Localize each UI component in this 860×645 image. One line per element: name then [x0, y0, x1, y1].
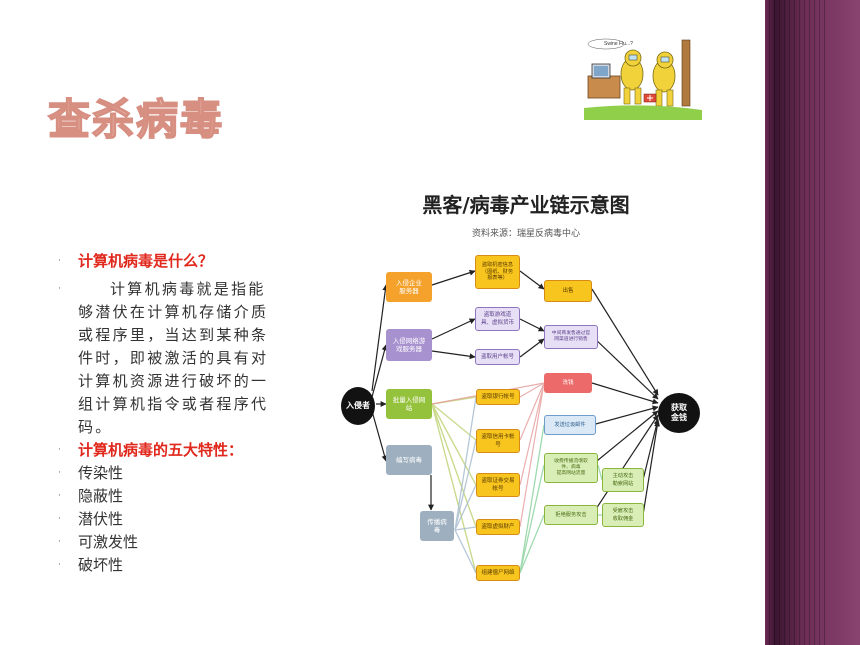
node-spread-virus: 传播病 毒: [420, 511, 454, 541]
question-what-is-virus: 计算机病毒是什么？: [78, 252, 214, 270]
trait-item: ·破坏性: [58, 556, 124, 574]
diagram-title: 黑客/病毒产业链示意图: [422, 193, 630, 217]
list-item: · 计算机病毒是什么？: [50, 250, 280, 273]
node-steal-credit-card: 盗取信用卡帐 号: [476, 429, 520, 453]
node-steal-secrets: 盗取机密信息 （图纸、财务 报表等）: [475, 255, 520, 289]
diagram-arrows: [371, 269, 661, 574]
trait-item: ·潜伏性: [58, 510, 124, 528]
bullet: ·: [58, 284, 61, 294]
node-middleman-sales: 中间商发售通过官 网渠道进行销售: [544, 325, 598, 349]
question-five-traits: 计算机病毒的五大特性：: [78, 441, 244, 459]
node-steal-bank-account: 盗取银行帐号: [476, 389, 520, 405]
slide-title: 查杀病毒: [47, 94, 225, 145]
money-node: 获取 金钱: [658, 393, 700, 433]
trait-item: ·可激发性: [58, 533, 139, 551]
node-send-spam: 发送垃圾邮件: [544, 415, 596, 435]
bullet: ·: [58, 256, 61, 266]
node-money-laundering: 洗钱: [544, 373, 592, 393]
node-invade-game-server: 入侵网络游 戏服务器: [386, 329, 432, 361]
node-steal-securities: 盗取证券交易 帐号: [476, 473, 520, 497]
diagram-source: 资料来源：瑞星反病毒中心: [471, 229, 580, 239]
node-steal-virtual-assets: 盗取虚拟财产: [476, 519, 520, 535]
body-text: · 计算机病毒是什么？ · 计算机病毒就是指能够潜伏在计算机存储介质或程序里，当…: [50, 250, 280, 577]
node-paid-malware-spread: 收费传播流氓软 件、病毒 提高网站流量: [544, 453, 598, 483]
node-steal-game-items: 盗取游戏道 具、虚拟货币: [475, 307, 520, 331]
node-write-virus: 编写病毒: [386, 445, 432, 475]
bullet: ·: [58, 445, 61, 455]
node-steal-user-account: 盗取用户帐号: [475, 349, 520, 365]
list-item: · 计算机病毒的五大特性：: [50, 439, 280, 462]
node-hired-attack: 受雇攻击 收取佣金: [602, 503, 644, 527]
intruder-node: 入侵者: [341, 387, 375, 425]
trait-item: ·传染性: [58, 464, 124, 482]
node-build-botnet: 组建僵尸网络: [476, 565, 520, 581]
trait-item: ·隐蔽性: [58, 487, 124, 505]
hazmat-cartoon-image: Swine Flu...?: [584, 38, 702, 120]
node-extort-websites: 主动攻击 勒索网站: [602, 468, 644, 492]
node-sell: 出售: [544, 280, 592, 302]
cartoon-caption: Swine Flu...?: [604, 41, 633, 47]
industry-chain-diagram: 黑客/病毒产业链示意图 资料来源：瑞星反病毒中心: [340, 185, 712, 590]
node-ddos-attack: 拒绝服务攻击: [544, 505, 598, 525]
node-mass-invade-sites: 批量入侵网 站: [386, 389, 432, 419]
list-item: · 计算机病毒就是指能够潜伏在计算机存储介质或程序里，当达到某种条件时，即被激活…: [50, 278, 280, 439]
decorative-sidebar: [765, 0, 860, 645]
virus-definition: 计算机病毒就是指能够潜伏在计算机存储介质或程序里，当达到某种条件时，即被激活的具…: [78, 280, 269, 436]
node-invade-enterprise: 入侵企业 服务器: [386, 272, 432, 302]
